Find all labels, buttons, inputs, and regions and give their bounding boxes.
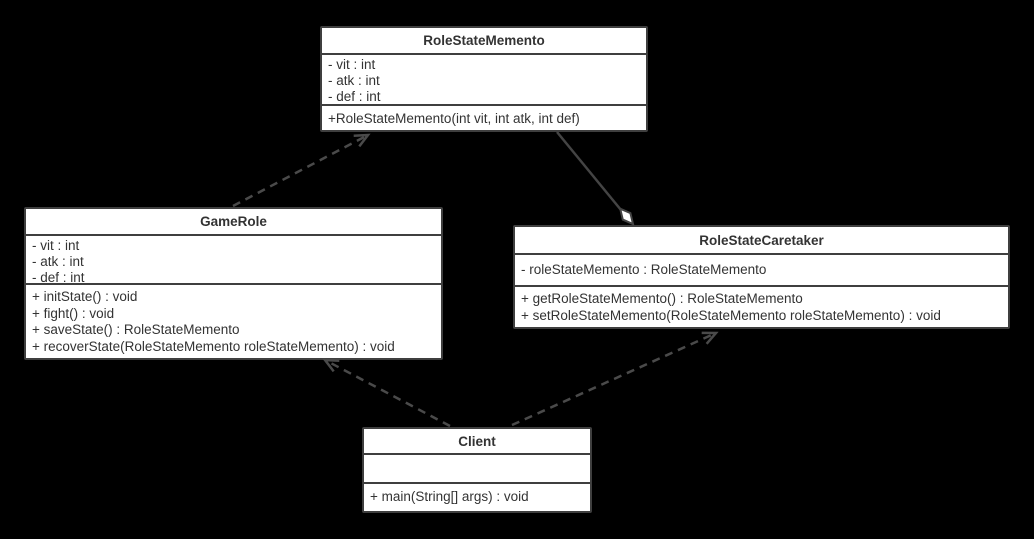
methods-section: + getRoleStateMemento() : RoleStateMemen… xyxy=(515,287,1008,327)
class-box-rolestatememento[interactable]: RoleStateMemento - vit : int - atk : int… xyxy=(320,26,648,132)
method: + getRoleStateMemento() : RoleStateMemen… xyxy=(521,291,803,306)
class-name: RoleStateCaretaker xyxy=(515,227,1008,255)
method: + saveState() : RoleStateMemento xyxy=(32,322,240,337)
method: +RoleStateMemento(int vit, int atk, int … xyxy=(328,111,580,126)
attributes-section-empty xyxy=(364,455,590,484)
attributes-section: - vit : int - atk : int - def : int xyxy=(322,55,646,106)
aggregation-line-rolestatememento-to-caretaker[interactable] xyxy=(556,131,622,211)
class-box-rolestatecaretaker[interactable]: RoleStateCaretaker - roleStateMemento : … xyxy=(513,225,1010,329)
attribute: - roleStateMemento : RoleStateMemento xyxy=(521,262,767,277)
dependency-arrow-client-to-gamerole[interactable] xyxy=(322,358,451,428)
attributes-section: - vit : int - atk : int - def : int xyxy=(26,236,441,285)
methods-section: +RoleStateMemento(int vit, int atk, int … xyxy=(322,106,646,130)
attribute: - def : int xyxy=(32,270,85,285)
dependency-arrow-gamerole-to-rolestatememento[interactable] xyxy=(232,133,371,208)
method: + main(String[] args) : void xyxy=(370,489,529,504)
attribute: - vit : int xyxy=(32,238,80,253)
dependency-arrow-client-to-rolestatecaretaker[interactable] xyxy=(511,331,719,427)
class-name: Client xyxy=(364,429,590,455)
attribute: - atk : int xyxy=(32,254,84,269)
methods-section: + main(String[] args) : void xyxy=(364,484,590,511)
aggregation-diamond-icon xyxy=(618,206,635,226)
attribute: - vit : int xyxy=(328,57,376,72)
attribute: - atk : int xyxy=(328,73,380,88)
method: + fight() : void xyxy=(32,305,115,321)
class-name: GameRole xyxy=(26,209,441,236)
method: + setRoleStateMemento(RoleStateMemento r… xyxy=(521,307,941,323)
class-box-client[interactable]: Client + main(String[] args) : void xyxy=(362,427,592,513)
class-box-gamerole[interactable]: GameRole - vit : int - atk : int - def :… xyxy=(24,207,443,360)
attribute: - def : int xyxy=(328,89,381,104)
method: + initState() : void xyxy=(32,289,138,304)
class-name: RoleStateMemento xyxy=(322,28,646,55)
method: + recoverState(RoleStateMemento roleStat… xyxy=(32,338,395,354)
methods-section: + initState() : void + fight() : void + … xyxy=(26,285,441,358)
attributes-section: - roleStateMemento : RoleStateMemento xyxy=(515,255,1008,287)
